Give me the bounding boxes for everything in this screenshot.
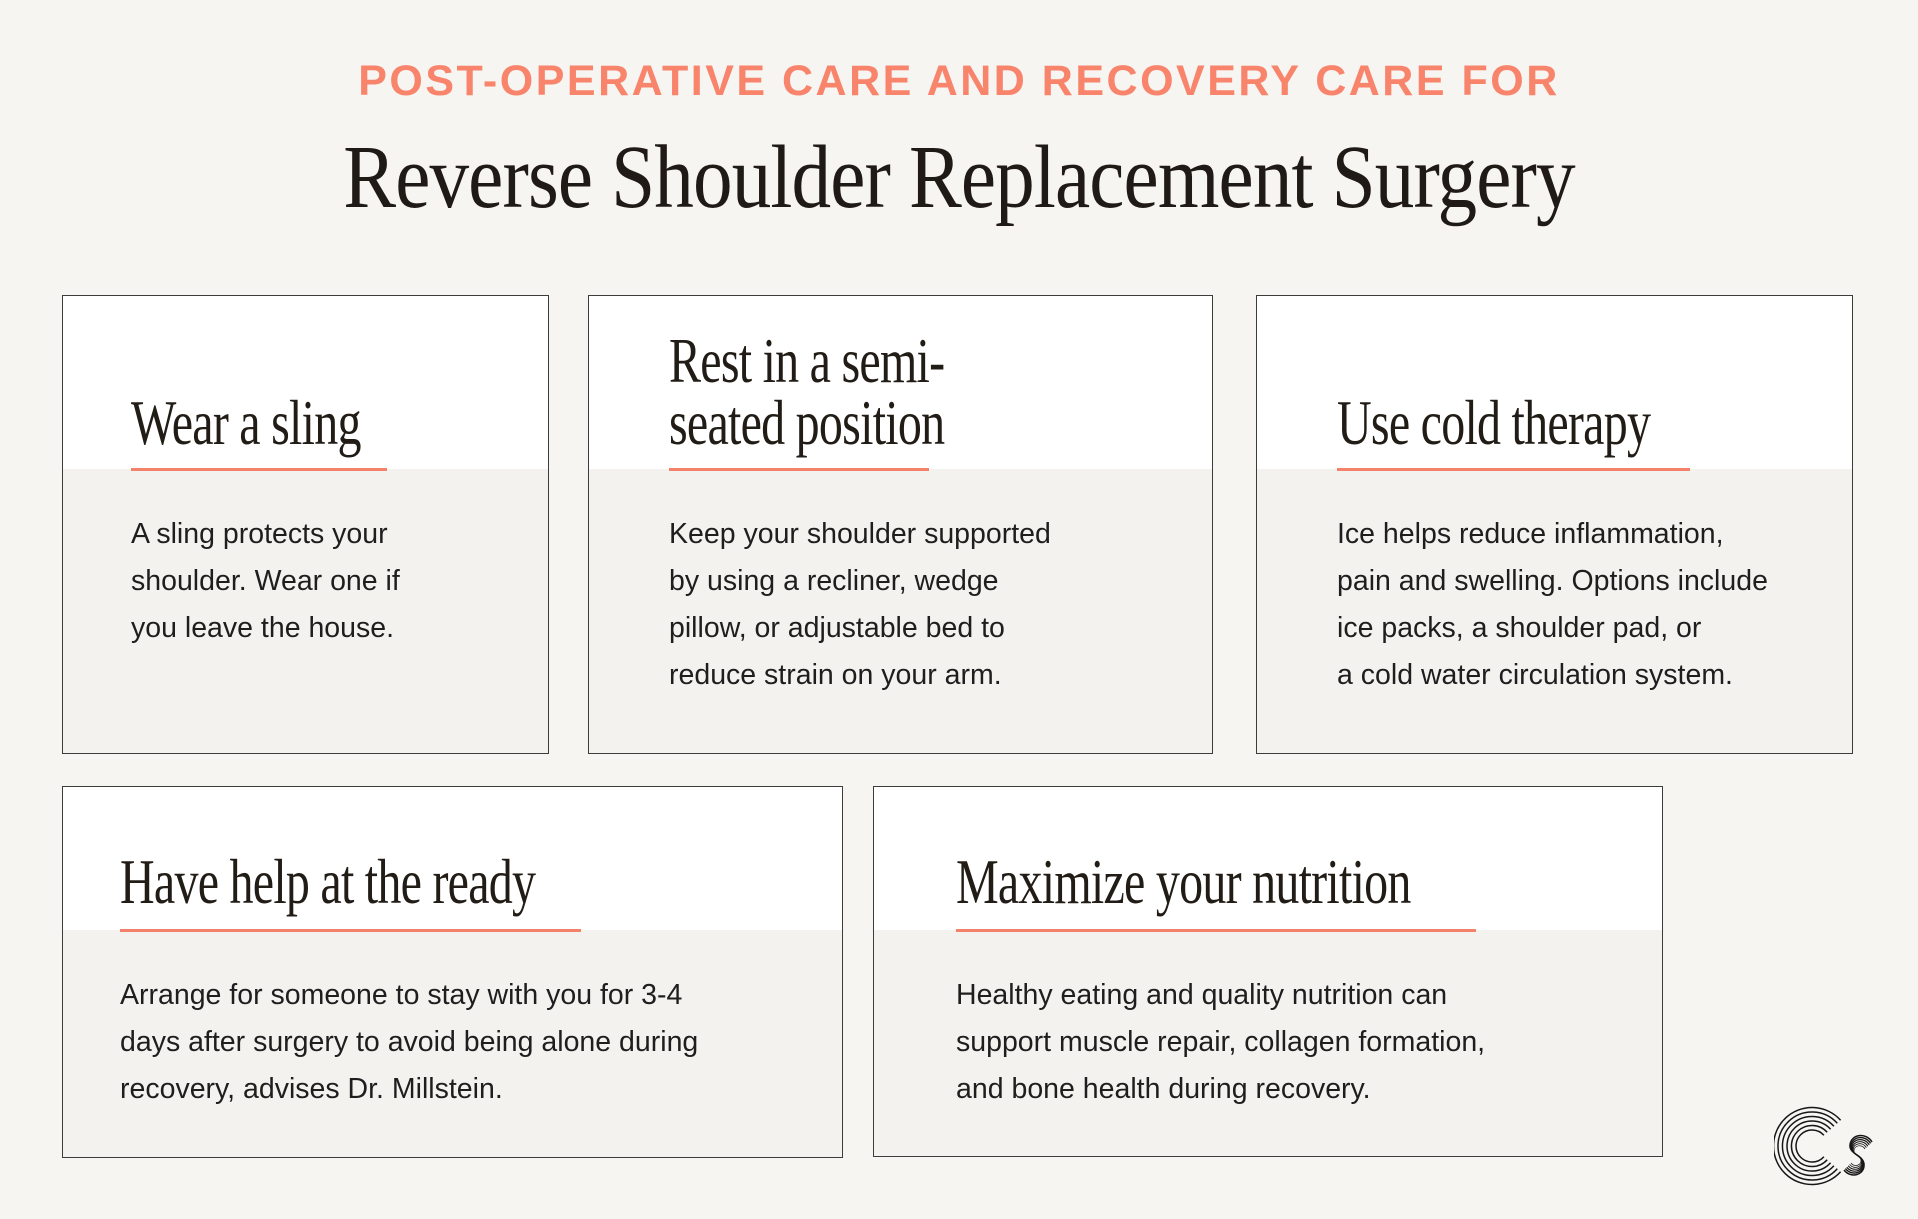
accent-divider	[131, 467, 387, 471]
card-use-cold-therapy: Use cold therapy Ice helps reduce inflam…	[1256, 295, 1853, 754]
kicker-text: POST-OPERATIVE CARE AND RECOVERY CARE FO…	[358, 57, 1560, 105]
page-title: Reverse Shoulder Replacement Surgery	[343, 128, 1575, 227]
card-body-text: A sling protects your shoulder. Wear one…	[131, 518, 400, 644]
card-body-text: Ice helps reduce inflammation, pain and …	[1337, 518, 1768, 691]
card-body-text: Arrange for someone to stay with you for…	[120, 979, 699, 1105]
card-title: Have help at the ready	[120, 846, 536, 918]
card-have-help-ready: Have help at the ready Arrange for someo…	[62, 786, 843, 1158]
card-body: Keep your shoulder supported by using a …	[589, 467, 1212, 753]
page-header: POST-OPERATIVE CARE AND RECOVERY CARE FO…	[0, 0, 1918, 223]
card-body: Arrange for someone to stay with you for…	[63, 928, 842, 1157]
card-body: A sling protects your shoulder. Wear one…	[63, 467, 548, 753]
card-header: Rest in a semi- seated position	[589, 296, 1212, 469]
accent-divider	[956, 928, 1476, 932]
card-title: Maximize your nutrition	[956, 846, 1411, 918]
card-header: Have help at the ready	[63, 787, 842, 930]
card-body: Ice helps reduce inflammation, pain and …	[1257, 467, 1852, 753]
card-body: Healthy eating and quality nutrition can…	[874, 928, 1662, 1156]
card-body-text: Keep your shoulder supported by using a …	[669, 518, 1051, 691]
card-header: Maximize your nutrition	[874, 787, 1662, 930]
card-title: Use cold therapy	[1337, 387, 1651, 459]
card-header: Use cold therapy	[1257, 296, 1852, 469]
cs-monogram-logo-icon	[1772, 1100, 1880, 1196]
card-title: Rest in a semi- seated position	[669, 324, 945, 459]
card-wear-a-sling: Wear a sling A sling protects your shoul…	[62, 295, 549, 754]
card-body-text: Healthy eating and quality nutrition can…	[956, 979, 1486, 1105]
card-header: Wear a sling	[63, 296, 548, 469]
accent-divider	[1337, 467, 1690, 471]
accent-divider	[669, 467, 929, 471]
card-title: Wear a sling	[131, 387, 361, 459]
card-maximize-nutrition: Maximize your nutrition Healthy eating a…	[873, 786, 1663, 1157]
accent-divider	[120, 928, 581, 932]
card-rest-semi-seated: Rest in a semi- seated position Keep you…	[588, 295, 1213, 754]
